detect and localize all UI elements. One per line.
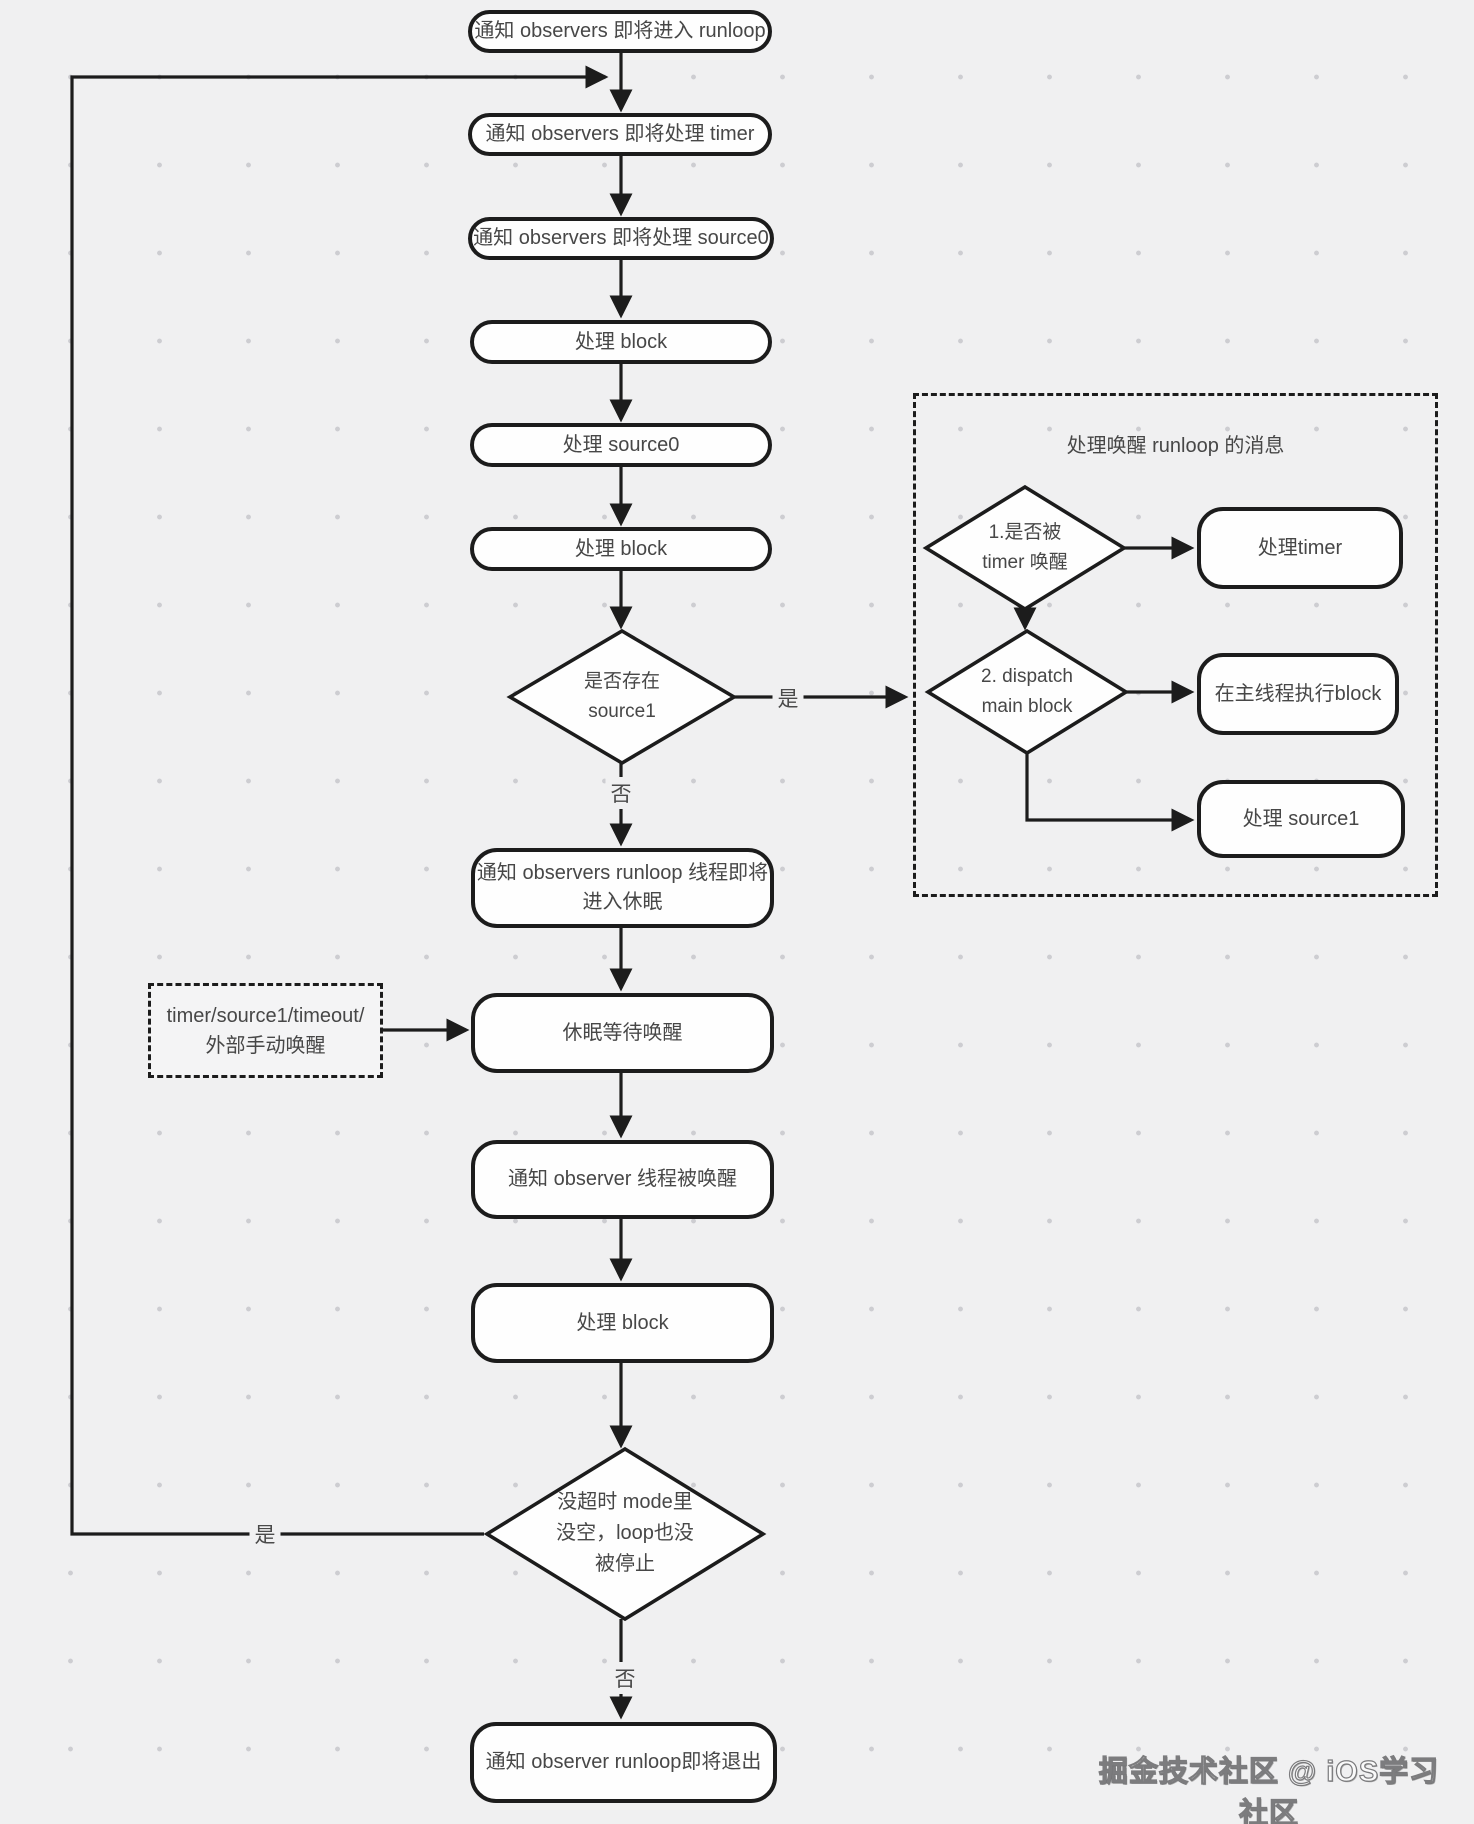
node-label: 处理 source0: [562, 433, 680, 456]
wake-sources-line: timer/source1/timeout/: [166, 1004, 365, 1027]
flow-node-process-block-1: 处理 block: [470, 320, 772, 364]
flow-node-thread-woken: 通知 observer 线程被唤醒: [471, 1140, 774, 1219]
edge-label-no-source1: 否: [605, 777, 637, 809]
flow-node-exit-runloop: 通知 observer runloop即将退出: [470, 1722, 777, 1803]
flow-node-process-source1: 处理 source1: [1197, 780, 1405, 858]
flow-node-process-timer: 处理timer: [1197, 507, 1403, 589]
flow-node-will-process-source0: 通知 observers 即将处理 source0: [468, 217, 774, 260]
flow-node-will-process-timer: 通知 observers 即将处理 timer: [468, 113, 772, 156]
node-label: 在主线程执行block: [1214, 682, 1382, 705]
wake-group-title: 处理唤醒 runloop 的消息: [1066, 435, 1285, 457]
flow-node-process-block-3: 处理 block: [471, 1283, 774, 1363]
node-label: 通知 observer runloop即将退出: [485, 1751, 762, 1773]
decision-continue-diamond: [483, 1446, 767, 1622]
edge-label-yes-continue: 是: [249, 1518, 281, 1550]
flow-node-process-source0: 处理 source0: [470, 423, 772, 467]
watermark-text: 掘金技术社区 @ iOS学习社区: [1098, 1755, 1440, 1824]
flow-node-exec-main-block: 在主线程执行block: [1197, 653, 1399, 735]
edge-label-yes-source1: 是: [772, 682, 804, 714]
wake-sources-note: timer/source1/timeout/ 外部手动唤醒: [148, 983, 383, 1078]
node-label: 处理 source1: [1242, 807, 1360, 830]
flow-node-process-block-2: 处理 block: [470, 527, 772, 571]
node-label: 处理 block: [574, 330, 668, 353]
wake-group-container: [913, 393, 1438, 897]
node-label: 通知 observers 即将进入 runloop: [474, 20, 766, 42]
node-label: 进入休眠: [582, 891, 663, 913]
wake-sources-line: 外部手动唤醒: [205, 1034, 326, 1057]
node-label: 处理 block: [576, 1311, 669, 1334]
node-label: 处理timer: [1257, 536, 1343, 559]
edge-label-no-continue: 否: [609, 1662, 641, 1694]
node-label: 处理 block: [574, 537, 668, 560]
connector-dispatchdecision-to-source1: [1025, 753, 1195, 832]
decision-dispatch-diamond: [924, 628, 1130, 756]
node-label: 通知 observers runloop 线程即将: [476, 862, 769, 884]
decision-timer-diamond: [922, 484, 1128, 612]
decision-source1-diamond: [506, 628, 738, 766]
node-label: 通知 observers 即将处理 source0: [473, 227, 769, 249]
node-label: 通知 observers 即将处理 timer: [485, 123, 755, 145]
flow-node-enter-runloop: 通知 observers 即将进入 runloop: [468, 10, 772, 53]
node-label: 休眠等待唤醒: [562, 1021, 683, 1044]
flow-node-will-sleep: 通知 observers runloop 线程即将 进入休眠: [471, 848, 774, 928]
node-label: 通知 observer 线程被唤醒: [508, 1168, 737, 1190]
flow-node-sleep-wait: 休眠等待唤醒: [471, 993, 774, 1073]
